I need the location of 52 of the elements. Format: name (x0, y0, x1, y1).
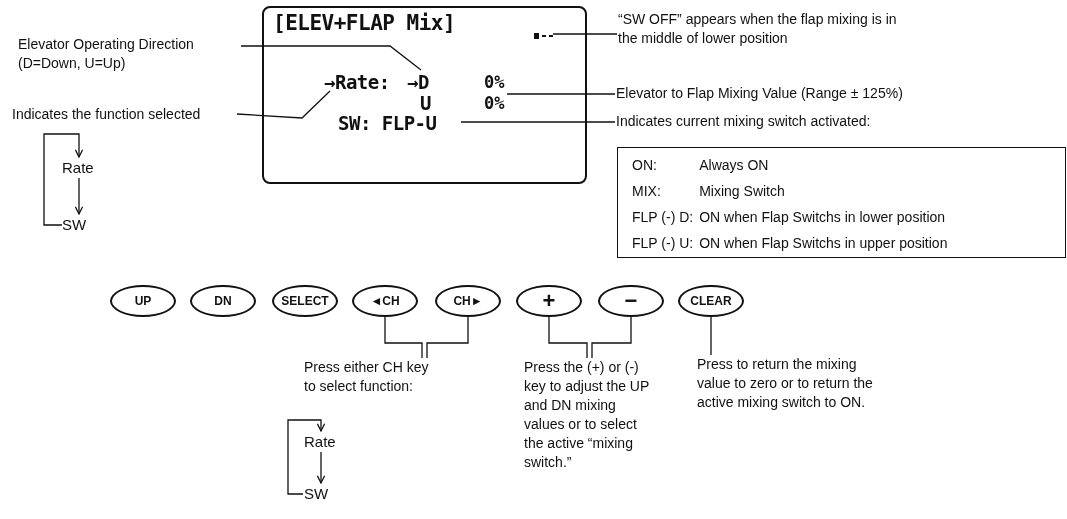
table-label: FLP (-) D: (632, 208, 694, 227)
switch-setting-text: SW: FLP-U (338, 113, 462, 134)
table-label: MIX: (632, 182, 662, 201)
table-value: ON when Flap Switchs in lower position (699, 208, 947, 227)
table-value: Always ON (699, 156, 770, 175)
direction-text: →D (407, 72, 435, 93)
cycle-step: Rate (304, 432, 338, 452)
instruction-text: Press to return the mixing value to zero or to return the active mixing switch to ON. (697, 355, 875, 412)
annotation-text: “SW OFF” appears when the flap mixing is in the middle of lower position (618, 10, 908, 48)
channel-right-key: CH► (435, 285, 501, 317)
leader-line (236, 90, 331, 119)
arrow (287, 419, 326, 495)
cycle-step: SW (304, 484, 328, 504)
annotation-text: Elevator Operating Direction (D=Down, U=Up) (18, 35, 240, 73)
lcd-screen (262, 6, 587, 184)
annotation-text: Indicates the function selected (12, 105, 236, 124)
arrow (74, 177, 84, 215)
annotation-text: Indicates current mixing switch activated: (616, 112, 896, 131)
table-value: Mixing Switch (699, 182, 786, 201)
leader-line (426, 316, 469, 359)
up-key: UP (110, 285, 176, 317)
direction-text: U (420, 93, 434, 114)
arrow (43, 133, 84, 226)
annotation-text: Elevator to Flap Mixing Value (Range ± 125%) (616, 84, 916, 103)
switch-options-table (617, 147, 1066, 258)
down-key: DN (190, 285, 256, 317)
leader-line (548, 316, 588, 359)
leader-line (591, 316, 632, 359)
table-value: ON when Flap Switchs in upper position (699, 234, 949, 253)
select-key: SELECT (272, 285, 338, 317)
arrow (316, 451, 326, 484)
minus-key: − (598, 285, 664, 317)
plus-key: + (516, 285, 582, 317)
cycle-step: Rate (62, 158, 96, 178)
cycle-step: SW (62, 215, 86, 235)
table-label: FLP (-) U: (632, 234, 694, 253)
leader-line (460, 121, 616, 123)
table-label: ON: (632, 156, 658, 175)
leader-line (552, 33, 618, 35)
indicator-mark (534, 32, 554, 40)
screen-title: [ELEV+FLAP Mix] (273, 13, 456, 34)
leader-line (710, 316, 712, 356)
instruction-text: Press the (+) or (-) key to adjust the UP and DN mixing values or to select the active “mixing switch.” (524, 358, 652, 472)
leader-line (384, 316, 423, 359)
leader-line (240, 45, 422, 71)
instruction-text: Press either CH key to select function: (304, 358, 444, 396)
clear-key: CLEAR (678, 285, 744, 317)
menu-item-text: →Rate: (324, 72, 396, 93)
leader-line (506, 93, 616, 95)
mixing-value-text: 0% (484, 93, 506, 114)
mixing-value-text: 0% (484, 72, 506, 93)
channel-left-key: ◄CH (352, 285, 418, 317)
